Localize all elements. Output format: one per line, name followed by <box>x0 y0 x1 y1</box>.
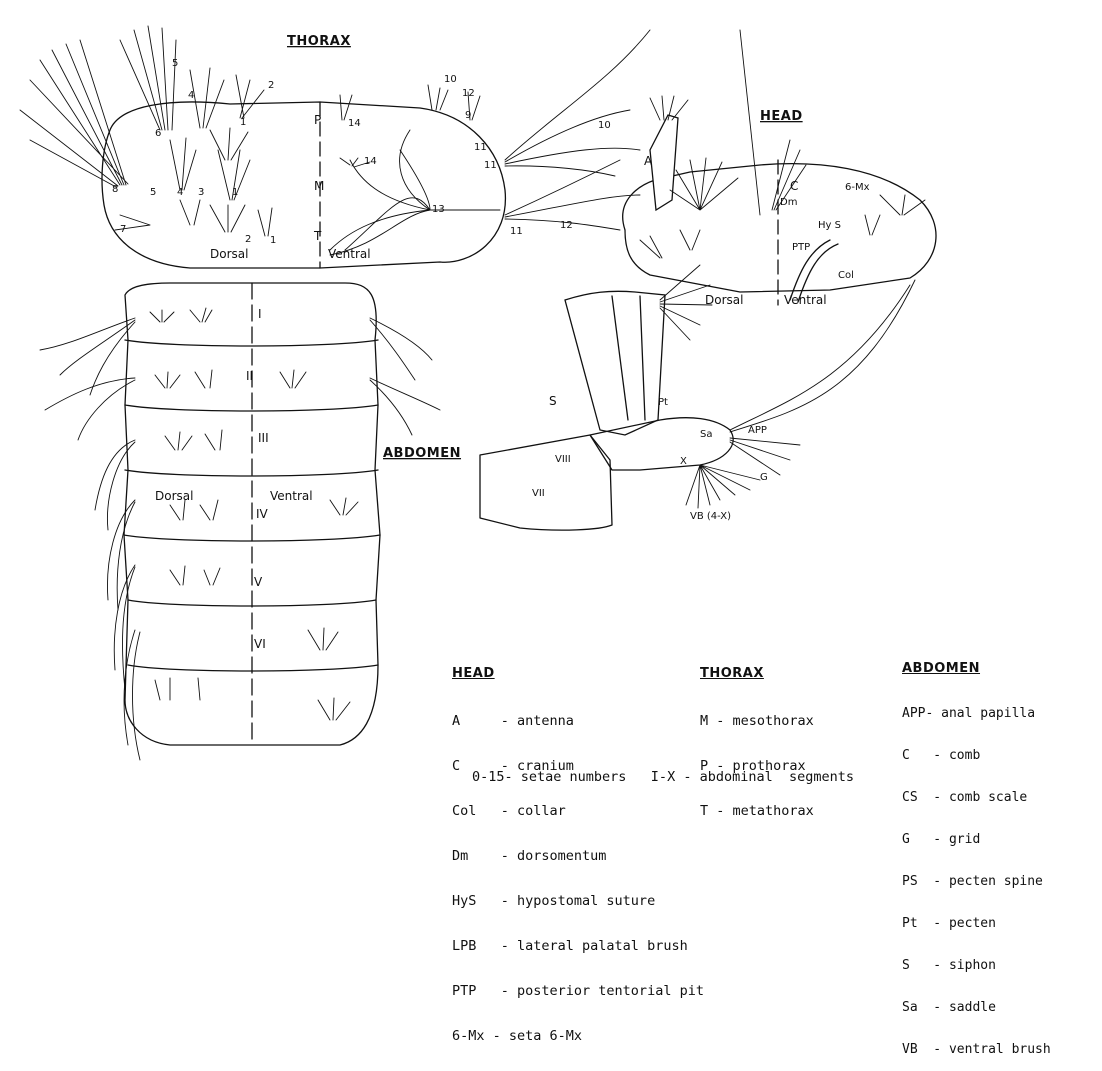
legend-abdomen-row: S - siphon <box>902 959 1051 973</box>
segment-iv: IV <box>256 507 269 521</box>
segment-i: I <box>258 307 262 321</box>
segment-ii: II <box>246 369 253 383</box>
legend-abdomen-row: G - grid <box>902 833 1051 847</box>
seta-number: 10 <box>598 120 611 131</box>
head-label-col: Col <box>838 270 854 281</box>
seta-number: 8 <box>112 184 118 195</box>
segment-vi: VI <box>254 637 266 651</box>
legend-footer: 0-15- setae numbers I-X - abdominal segm… <box>472 770 854 785</box>
thorax-drawing: THORAX P M T Dorsal Ventral 5 2 4 6 1 5 … <box>20 26 650 268</box>
legend-head-title: HEAD <box>452 666 704 681</box>
siphon-label: S <box>549 394 557 408</box>
head-drawing: HEAD A C Dm 6-Mx Hy S PTP Col Dorsal Ven… <box>623 30 936 307</box>
legend-abdomen-row: C - comb <box>902 749 1051 763</box>
seta-number: 12 <box>462 88 475 99</box>
seta-number: 11 <box>510 226 523 237</box>
seta-number: 11 <box>484 160 497 171</box>
legend-thorax-row: M - mesothorax <box>700 714 814 729</box>
segment-p: P <box>314 113 321 127</box>
seta-number: 4 <box>188 90 194 101</box>
head-label-hys: Hy S <box>818 220 841 231</box>
head-heading: HEAD <box>760 109 803 124</box>
seta-number: 1 <box>270 235 276 246</box>
head-label-6mx: 6-Mx <box>845 182 870 193</box>
segment-iii: III <box>258 431 269 445</box>
legend-head-row: 6-Mx - seta 6-Mx <box>452 1029 704 1044</box>
segment-x: X <box>680 456 687 467</box>
seta-number: 5 <box>172 58 178 69</box>
segment-viii: VIII <box>555 454 571 465</box>
thorax-heading: THORAX <box>287 34 351 49</box>
seta-number: 1 <box>232 187 238 198</box>
legend-abdomen-row: Sa - saddle <box>902 1001 1051 1015</box>
head-label-ptp: PTP <box>792 242 810 253</box>
seta-number: 2 <box>268 80 274 91</box>
saddle-label: Sa <box>700 429 712 440</box>
anal-papilla-label: APP <box>748 425 767 436</box>
legend-head: HEAD A - antenna C - cranium Col - colla… <box>452 636 704 1059</box>
terminal-drawing: S Pt Sa APP G VB (4-X) VIII VII X <box>480 265 915 530</box>
thorax-ventral-label: Ventral <box>328 247 371 261</box>
legend-abdomen-row: PS - pecten spine <box>902 875 1051 889</box>
legend-thorax: THORAX M - mesothorax P - prothorax T - … <box>700 636 814 834</box>
seta-number: 10 <box>444 74 457 85</box>
seta-number: 2 <box>245 234 251 245</box>
seta-number: 13 <box>432 204 445 215</box>
seta-number: 7 <box>120 224 126 235</box>
ventral-brush-label: VB (4-X) <box>690 511 731 522</box>
legend-abdomen-title: ABDOMEN <box>902 662 1051 676</box>
head-label-antenna: A <box>644 154 653 168</box>
legend-head-row: A - antenna <box>452 714 704 729</box>
segment-vii: VII <box>532 488 545 499</box>
legend-head-row: Dm - dorsomentum <box>452 849 704 864</box>
pecten-label: Pt <box>658 397 668 408</box>
legend-abdomen: ABDOMEN APP- anal papilla C - comb CS - … <box>902 634 1051 1071</box>
thorax-dorsal-label: Dorsal <box>210 247 248 261</box>
seta-number: 3 <box>198 187 204 198</box>
seta-number: 1 <box>240 117 246 128</box>
legend-abdomen-row: Pt - pecten <box>902 917 1051 931</box>
grid-label: G <box>760 472 768 483</box>
legend-abdomen-row: CS - comb scale <box>902 791 1051 805</box>
legend-head-row: Col - collar <box>452 804 704 819</box>
seta-number: 12 <box>560 220 573 231</box>
seta-number: 14 <box>348 118 361 129</box>
segment-m: M <box>314 179 324 193</box>
abdomen-dorsal-label: Dorsal <box>155 489 193 503</box>
legend-abdomen-row: APP- anal papilla <box>902 707 1051 721</box>
segment-v: V <box>254 575 263 589</box>
legend-head-row: PTP - posterior tentorial pit <box>452 984 704 999</box>
seta-number: 5 <box>150 187 156 198</box>
seta-number: 6 <box>155 128 161 139</box>
legend-thorax-title: THORAX <box>700 666 814 681</box>
head-ventral-label: Ventral <box>784 293 827 307</box>
seta-number: 11 <box>474 142 487 153</box>
segment-t: T <box>313 229 322 243</box>
seta-number: 9 <box>465 110 471 121</box>
abdomen-ventral-label: Ventral <box>270 489 313 503</box>
legend-abdomen-row: VB - ventral brush <box>902 1043 1051 1057</box>
seta-number: 14 <box>364 156 377 167</box>
legend-head-row: HyS - hypostomal suture <box>452 894 704 909</box>
seta-number: 4 <box>177 187 183 198</box>
legend-head-row: LPB - lateral palatal brush <box>452 939 704 954</box>
head-label-dm: Dm <box>780 197 797 208</box>
abdomen-heading: ABDOMEN <box>383 446 461 461</box>
head-label-cranium: C <box>790 179 798 193</box>
abdomen-drawing: ABDOMEN Dorsal Ventral I II III IV V VI <box>40 283 461 760</box>
legend-thorax-row: T - metathorax <box>700 804 814 819</box>
